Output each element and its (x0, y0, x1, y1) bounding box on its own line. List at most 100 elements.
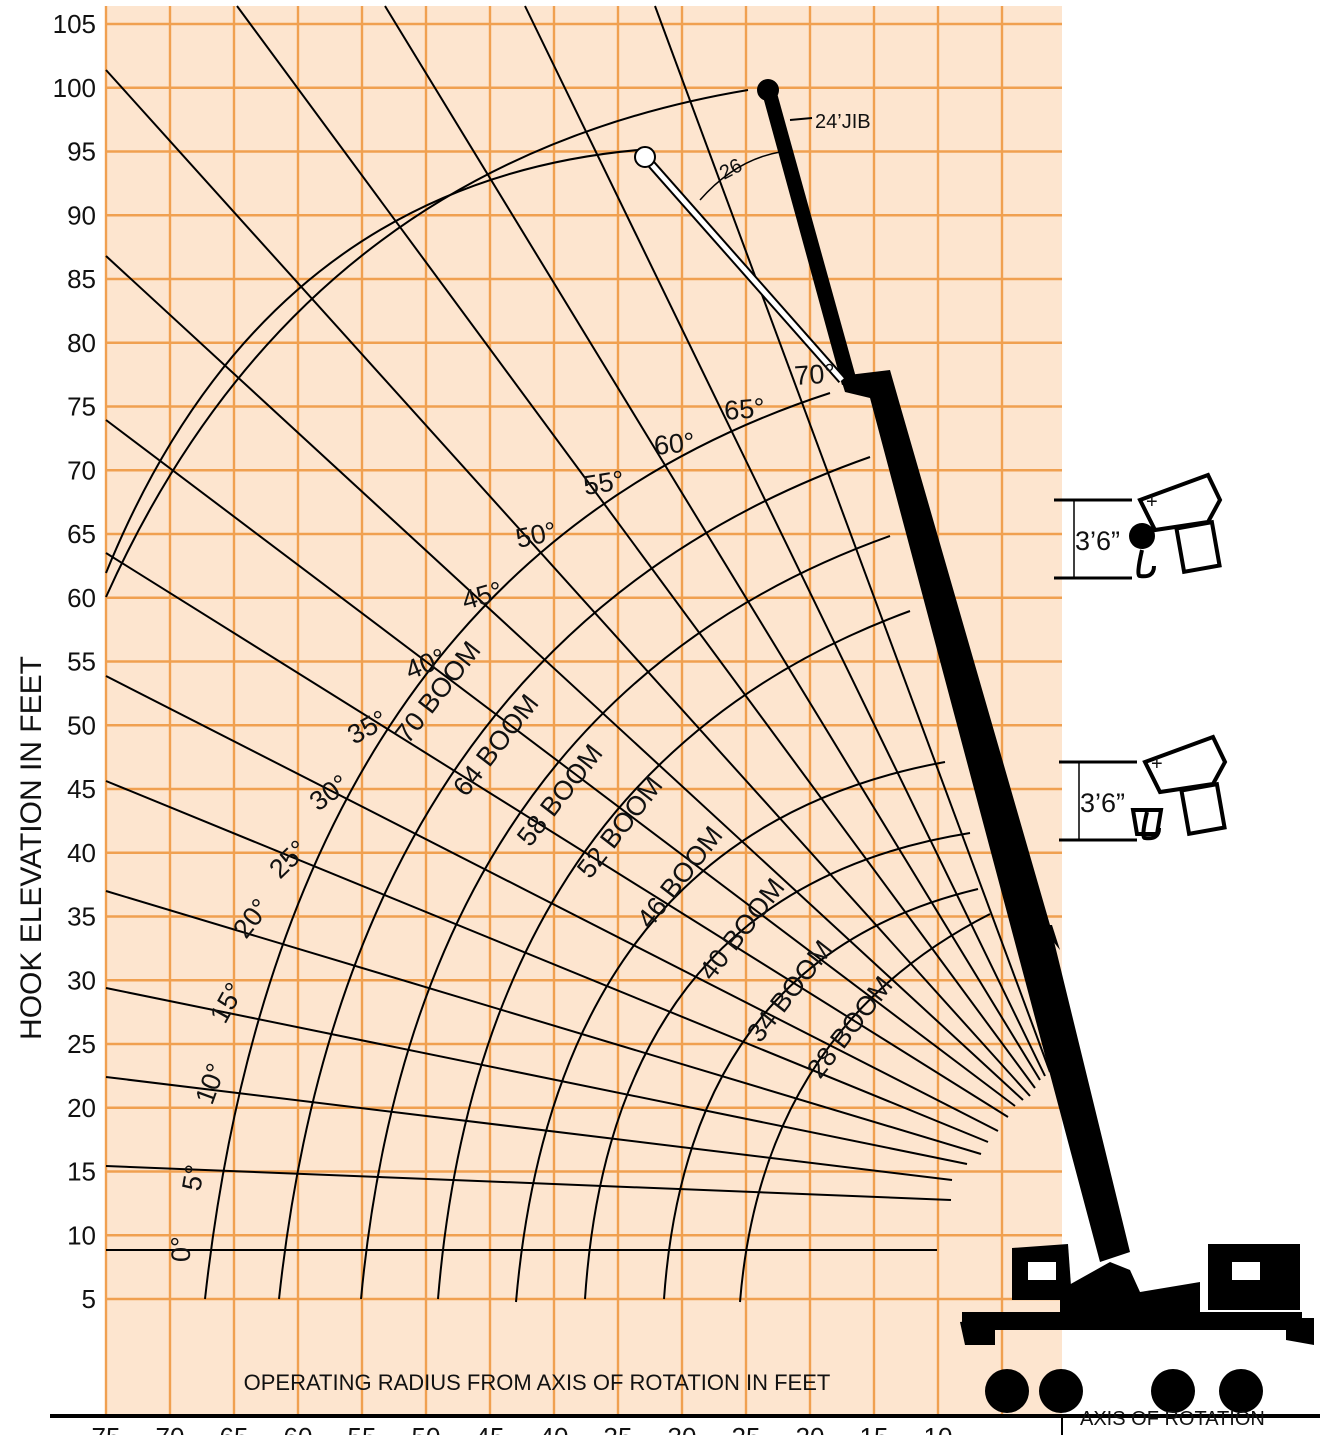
plot-background (106, 6, 1062, 1416)
x-tick-label: 75 (92, 1422, 121, 1435)
angle-label: 70° (793, 358, 836, 391)
boom (840, 370, 1130, 1262)
block-body (1137, 472, 1223, 533)
boom-arc (437, 610, 911, 1300)
y-tick-label: 50 (67, 710, 96, 740)
cab-window (1232, 1262, 1260, 1280)
boom-arc (584, 832, 971, 1300)
y-tick-label: 10 (67, 1220, 96, 1250)
angle-line (524, 5, 1046, 1077)
wheel (1151, 1369, 1195, 1413)
boom-arc (515, 761, 946, 1303)
angle-line (105, 552, 1009, 1118)
jib-arc (105, 89, 749, 598)
angle-symbol (1044, 1371, 1072, 1393)
outrigger-rear (1286, 1318, 1314, 1345)
y-tick-label: 105 (53, 9, 96, 39)
angle-line (105, 1165, 952, 1201)
x-tick-label: 30 (668, 1422, 697, 1435)
y-axis-title: HOOK ELEVATION IN FEET (15, 656, 48, 1040)
jib-leader (789, 117, 813, 121)
x-tick-label: 45 (476, 1422, 505, 1435)
x-tick-label: 35 (604, 1422, 633, 1435)
block-plate (1179, 781, 1227, 837)
horizontal-gridlines (106, 22, 1062, 1301)
wheel (1039, 1369, 1083, 1413)
y-tick-label: 55 (67, 647, 96, 677)
hook (1136, 549, 1156, 579)
angle-label: 65° (723, 393, 766, 426)
offset-jib-tip (634, 146, 656, 168)
y-tick-label: 45 (67, 774, 96, 804)
x-tick-label: 55 (348, 1422, 377, 1435)
wheel (985, 1369, 1029, 1413)
jib-offset-arc (105, 149, 639, 574)
angle-line (105, 890, 982, 1155)
x-tick-label: 50 (412, 1422, 441, 1435)
x-tick-label: 70 (156, 1422, 185, 1435)
y-tick-label: 95 (67, 137, 96, 167)
angle-label: 5° (176, 1162, 210, 1193)
angle-label: 0° (166, 1236, 196, 1262)
hook-dimension-label: 3’6” (1080, 788, 1125, 818)
y-tick-label: 30 (67, 965, 96, 995)
jib-label: 24’JIB (815, 111, 871, 133)
y-tick-label: 100 (53, 73, 96, 103)
angle-line (654, 5, 1051, 1073)
cab-window (1028, 1262, 1056, 1280)
boom-step (960, 665, 972, 690)
x-tick-label: 65 (220, 1422, 249, 1435)
axis-of-rotation-label: AXIS OF ROTATION (1080, 1408, 1265, 1430)
hook-block-icons: +3’6”+3’6” (1054, 472, 1228, 842)
y-tick-label: 25 (67, 1029, 96, 1059)
block-plate (1174, 519, 1222, 575)
boom-arc (278, 456, 871, 1300)
boom-arc (204, 392, 831, 1300)
y-tick-label: 90 (67, 200, 96, 230)
angle-line (105, 1076, 953, 1181)
hook (1141, 811, 1161, 841)
angle-line (105, 987, 968, 1165)
block-body (1142, 734, 1228, 795)
block-pin: + (1146, 491, 1158, 513)
y-tick-label: 65 (67, 519, 96, 549)
jib-offset-arc-marker (699, 151, 781, 201)
tick-labels: 1051009590858075706560555045403530252015… (53, 9, 953, 1435)
x-tick-label: 20 (796, 1422, 825, 1435)
hook-dimension-label: 3’6” (1075, 526, 1120, 556)
chassis (962, 1312, 1302, 1330)
x-axis-title: OPERATING RADIUS FROM AXIS OF ROTATION I… (244, 1370, 831, 1395)
y-tick-label: 70 (67, 455, 96, 485)
y-tick-label: 35 (67, 902, 96, 932)
x-tick-label: 15 (860, 1422, 889, 1435)
y-tick-label: 15 (67, 1157, 96, 1187)
angle-label: 55° (581, 465, 626, 501)
x-tick-label: 40 (540, 1422, 569, 1435)
y-tick-label: 20 (67, 1093, 96, 1123)
angle-line (236, 5, 1036, 1089)
jib (762, 93, 857, 385)
angle-label: 60° (652, 427, 696, 461)
x-tick-label: 10 (924, 1422, 953, 1435)
hook-ball (1129, 523, 1155, 549)
x-tick-label: 25 (732, 1422, 761, 1435)
x-tick-label: 60 (284, 1422, 313, 1435)
boom-arc (739, 913, 991, 1303)
y-tick-label: 75 (67, 392, 96, 422)
turntable (1060, 1262, 1200, 1312)
boom-length-arcs (105, 89, 991, 1303)
y-tick-label: 40 (67, 838, 96, 868)
angle-line (384, 5, 1041, 1081)
boom-arc (663, 888, 979, 1300)
boom-arc (360, 535, 891, 1300)
angle-line (105, 780, 989, 1143)
y-tick-label: 60 (67, 583, 96, 613)
offset-jib (643, 155, 844, 382)
y-tick-label: 85 (67, 264, 96, 294)
angle-line (105, 419, 1016, 1107)
crane-illustration (50, 79, 1320, 1435)
wheel (1219, 1369, 1263, 1413)
angle-line (105, 255, 1024, 1101)
outrigger-front (960, 1318, 995, 1345)
